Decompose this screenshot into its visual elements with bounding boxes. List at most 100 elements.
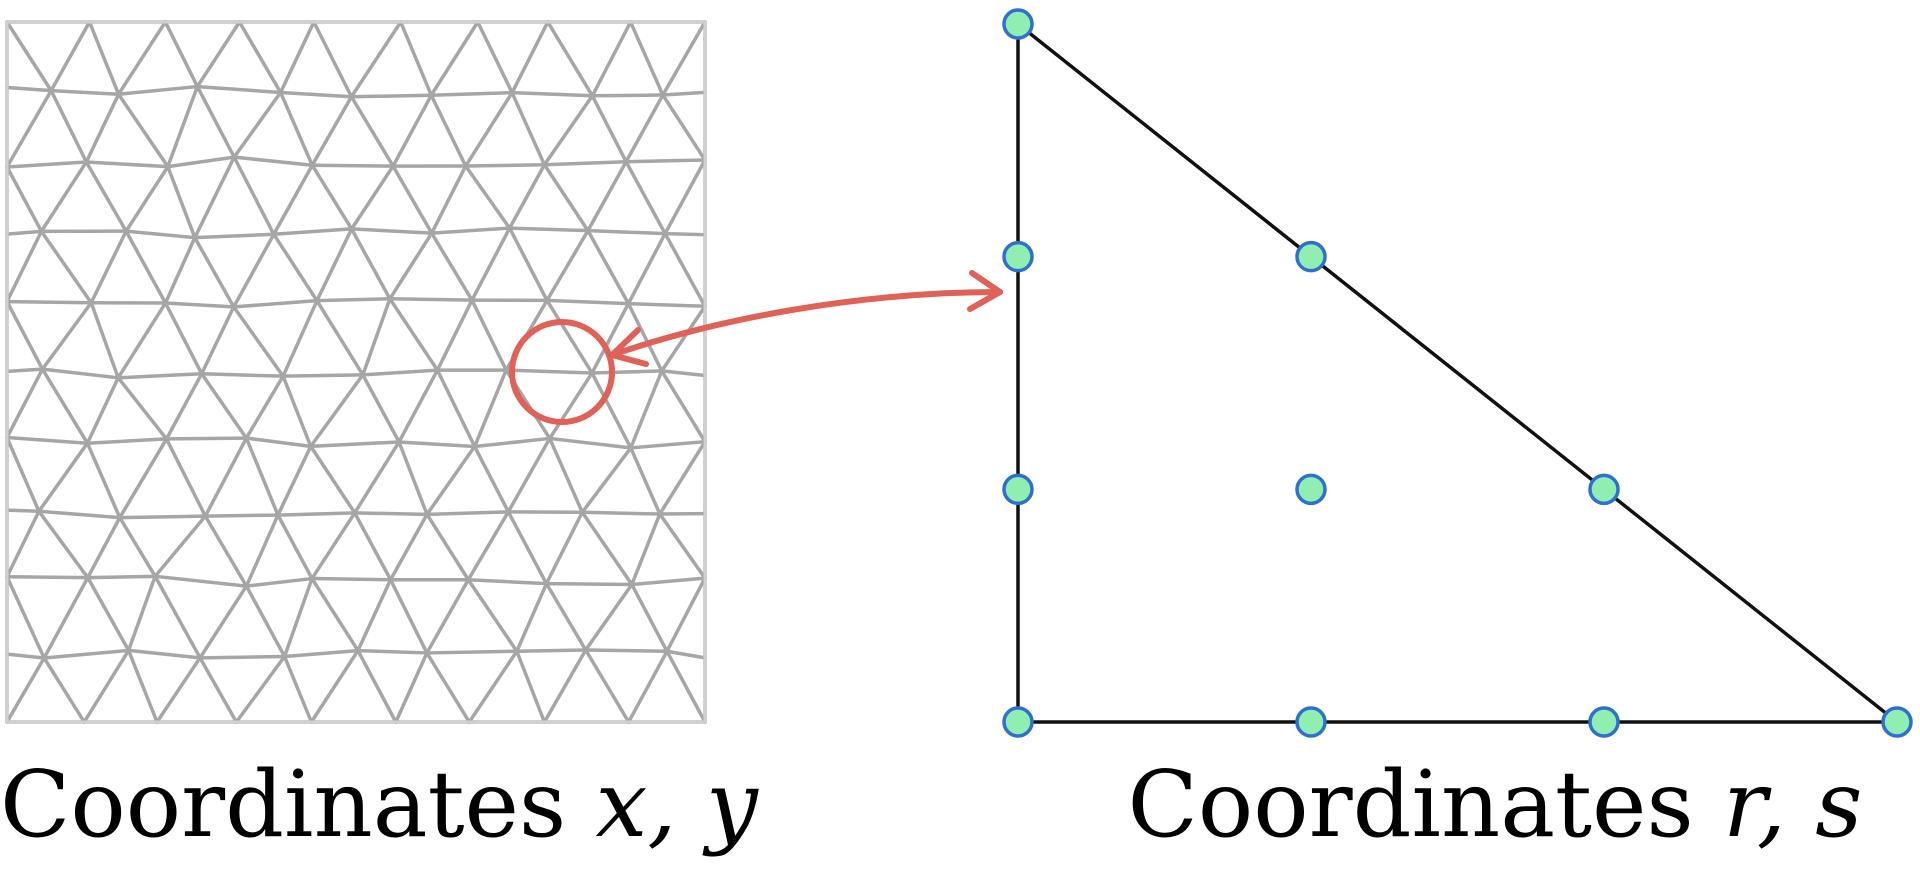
mesh-edge [198, 656, 239, 724]
mesh-edge [310, 576, 393, 582]
mesh-border [5, 20, 707, 724]
mesh-edge [5, 299, 93, 305]
mesh-edge [510, 20, 550, 95]
mapping-arrow [609, 289, 1003, 358]
arrowhead-right [967, 270, 1003, 312]
mesh-edge [166, 155, 236, 169]
mesh-edge [203, 436, 249, 518]
mesh-edge [356, 648, 429, 655]
mesh-edge [397, 440, 477, 449]
mesh-edge [282, 576, 314, 659]
triangular-mesh [5, 20, 707, 724]
mesh-edge [629, 446, 662, 516]
mesh-edge [193, 235, 236, 309]
mesh-edge [665, 576, 707, 654]
mesh-edge [163, 301, 204, 376]
mesh-edge [40, 367, 90, 445]
mesh-edge [203, 513, 280, 518]
mesh-edge [89, 300, 120, 380]
mesh-edge [361, 297, 392, 377]
mesh-edge [199, 305, 236, 376]
caption-right-word: Coordinates [1127, 751, 1694, 858]
mesh-edge [193, 155, 236, 240]
mesh-edge [232, 155, 314, 167]
mesh-edge [590, 20, 633, 98]
triangle-edges [1016, 20, 1903, 724]
mesh-edge [276, 444, 313, 517]
mesh-edge [281, 374, 313, 449]
mesh-edge [388, 297, 440, 372]
mesh-edge [590, 93, 665, 98]
mesh-edge [429, 231, 474, 302]
mesh-edge [361, 368, 440, 377]
caption-left-vars: x, y [595, 751, 758, 858]
mesh-edge [308, 373, 365, 449]
mesh-edge [124, 229, 197, 240]
mesh-edge [85, 376, 120, 445]
triangle-node [1881, 706, 1913, 738]
mesh-edge [356, 577, 393, 653]
mesh-edge [5, 435, 41, 514]
mesh-edge [661, 20, 707, 97]
mesh-edge [195, 84, 236, 159]
mesh-edge [388, 577, 429, 655]
triangle-node [1002, 8, 1034, 40]
mesh-edge [583, 648, 631, 724]
element-highlight [509, 270, 1003, 425]
mesh-edge [472, 444, 511, 514]
mesh-edge [580, 446, 633, 514]
mesh-edge [590, 371, 633, 450]
mesh-edge [310, 163, 354, 231]
mesh-edge [195, 84, 283, 95]
mesh-edge [542, 648, 588, 724]
mesh-edge [272, 227, 354, 237]
mesh-edge [630, 582, 669, 654]
mesh-edge [308, 444, 357, 515]
mesh-edge [470, 298, 508, 372]
mesh-edge [475, 20, 514, 95]
mesh-edge [352, 511, 393, 582]
mesh-edge [658, 439, 707, 516]
mesh-edge [515, 648, 588, 654]
mesh-edge [310, 576, 360, 653]
mesh-edge [39, 160, 89, 234]
mesh-edge [5, 229, 44, 236]
mesh-edge [586, 228, 667, 236]
mesh-edge [5, 656, 46, 724]
mesh-edge [166, 164, 197, 240]
mesh-edge [352, 511, 429, 517]
mesh-edge [244, 436, 280, 517]
mesh-edge [545, 298, 594, 375]
mesh-edge [394, 651, 429, 724]
mesh-edge [163, 301, 236, 309]
mesh-edge [398, 20, 434, 97]
mesh-edge [84, 160, 128, 233]
mesh-edge [590, 301, 631, 375]
mesh-edge [425, 444, 477, 517]
mesh-edge [86, 575, 131, 653]
mesh-edge [429, 164, 468, 235]
mesh-edge [5, 508, 41, 514]
mesh-edge [515, 581, 549, 654]
mesh-edge [49, 20, 92, 93]
mesh-edge [85, 441, 122, 520]
mesh-edge [435, 368, 477, 449]
mesh-edge [349, 93, 434, 99]
mesh-edge [203, 514, 249, 588]
mesh-edge [199, 372, 249, 440]
mesh-edge [665, 649, 707, 660]
mesh-edge [544, 510, 585, 586]
mesh-edge [506, 510, 549, 586]
mesh-edge [361, 373, 401, 444]
mesh-edge [429, 93, 468, 168]
mesh-edge [356, 648, 398, 724]
caption-right: Coordinates r, s [1070, 745, 1920, 865]
mesh-edge [663, 158, 707, 236]
mesh-edge [116, 372, 204, 380]
reference-triangle [1002, 8, 1913, 738]
mesh-edge [546, 20, 595, 98]
mesh-edge [231, 298, 319, 309]
mesh-edge [315, 298, 365, 377]
mesh-edge [429, 90, 514, 97]
mesh-edge [85, 437, 169, 445]
